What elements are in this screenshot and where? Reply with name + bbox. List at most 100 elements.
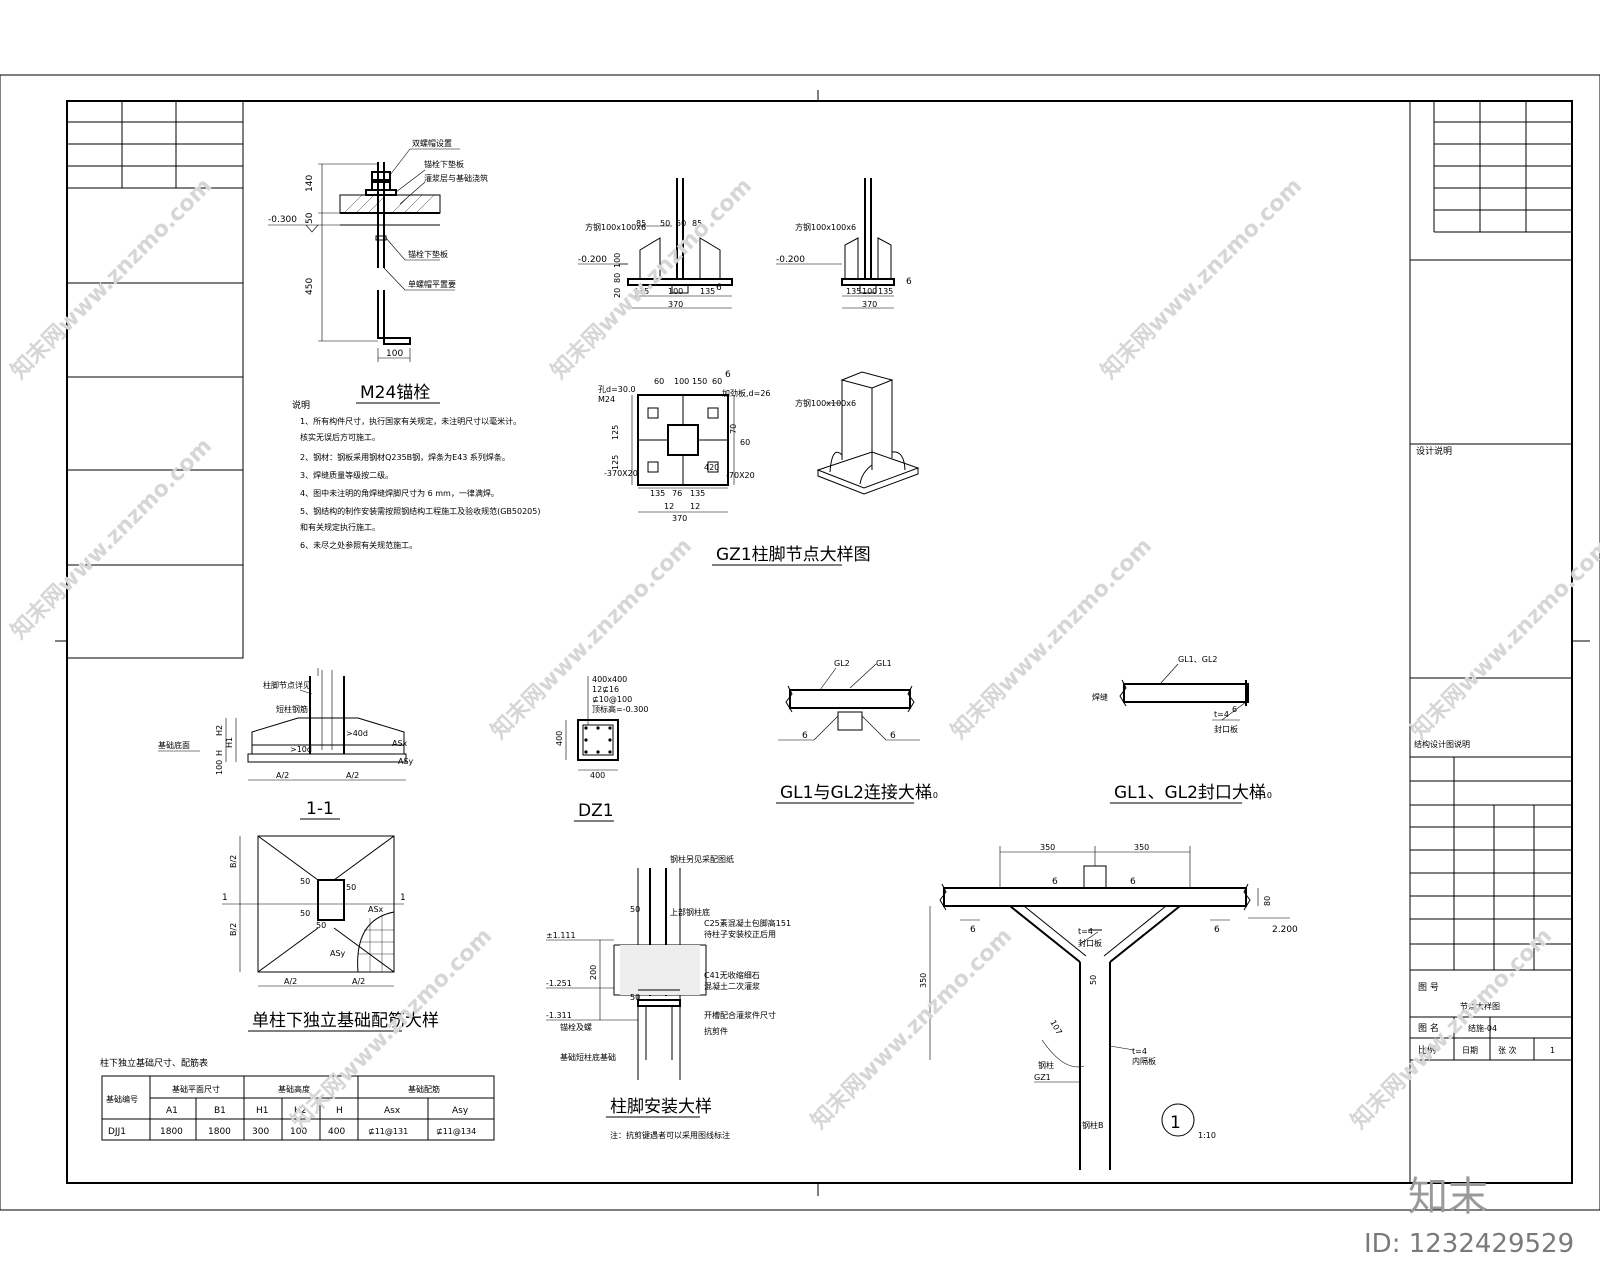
d1-scale: 1:10: [1198, 1131, 1216, 1140]
gl-conn-gl2: GL2: [834, 659, 850, 668]
title-block: 设计说明 结构设计图说明 图 号 节点大样图 图 名 结施-04 比例 日期 张…: [1409, 101, 1572, 1183]
gz1-plan-d3: 150: [692, 377, 707, 386]
inst-label-1: 钢柱另见采配图纸: [670, 854, 734, 864]
plan-asx: ASx: [368, 905, 384, 914]
td-h2: 100: [290, 1127, 307, 1137]
note-3: 3、焊缝质量等级按二级。: [300, 470, 393, 480]
watermark-4: 知末网www.znzmo.com: [6, 433, 217, 644]
anchor-bolt-detail: 140 50 450 100 -0.300 双螺帽设置 锚栓下垫板 灌浆层与基础…: [268, 138, 488, 404]
note-5b: 和有关规定执行施工。: [300, 522, 380, 532]
inst-dim-1: 200: [589, 965, 598, 980]
gl-seal-plate: 封口板: [1214, 724, 1238, 734]
plan-cut-l: 1: [222, 893, 228, 903]
note-4: 4、图中未注明的角焊缝焊脚尺寸为 6 mm，一律满焊。: [300, 488, 499, 498]
th-b1: B1: [214, 1106, 226, 1116]
gz1-plan-d7: 135: [690, 489, 705, 498]
tb-sheet-label: 张 次: [1498, 1045, 1517, 1055]
col3d-tube: 方钢100x100x6: [795, 398, 856, 408]
plan-title: 单柱下独立基础配筋大样: [252, 1011, 439, 1031]
gl-conn-weld-l: 6: [802, 731, 808, 741]
bolt-label-grout: 灌浆层与基础浇筑: [424, 173, 488, 183]
d1-dim-3: 350: [919, 973, 928, 988]
plan-a2: A/2: [352, 977, 365, 986]
watermark-layer: 知末网www.znzmo.com 知末网www.znzmo.com 知末网www…: [6, 173, 1600, 1134]
d1-plate: 内隔板: [1132, 1056, 1156, 1066]
d1-dim-2: 350: [1134, 843, 1149, 852]
td-h1: 300: [252, 1127, 269, 1137]
gz1-plan-d6: 76: [672, 489, 682, 498]
note-5: 5、钢结构的制作安装需按照钢结构工程施工及验收规范(GB50205): [300, 506, 540, 516]
gz1-side-elev: -0.200: [776, 255, 805, 265]
gz1-plan-d1: 60: [654, 377, 664, 386]
gl-seal-label: GL1、GL2: [1178, 655, 1218, 664]
th-rebar: 基础配筋: [408, 1084, 440, 1094]
d1-weld-l: 6: [970, 925, 976, 935]
d1-t4: t=4: [1078, 927, 1093, 936]
td-h: 400: [328, 1127, 345, 1137]
td-asy: ⊈11@134: [436, 1127, 476, 1136]
gz1-front-v1: 20: [613, 288, 622, 298]
gz1-side-d3: 135: [878, 287, 893, 296]
column-install-detail: 钢柱另见采配图纸 上部钢柱底 C25素混凝土包脚高151 待柱子安装校正后用 C…: [546, 854, 791, 1140]
gz1-plan-d10: 370: [672, 514, 687, 523]
gz1-front-tube: 方钢100x100x6: [585, 222, 646, 232]
gz1-front-d1: 85: [636, 219, 646, 228]
gz1-side-weld: 6: [906, 277, 912, 287]
plan-d1: 50: [300, 877, 310, 886]
anchor-bolt-title: M24锚栓: [360, 383, 430, 403]
section-title: 1-1: [306, 799, 334, 819]
bolt-label-washer: 锚栓下垫板: [424, 159, 464, 169]
dz1-dim-h: 400: [590, 771, 605, 780]
gz1-plan-v1: 125: [611, 425, 620, 440]
inst-label-8: 抗剪件: [704, 1026, 728, 1036]
d1-base: 钢柱B: [1082, 1120, 1104, 1130]
gz1-plan-stiff: 加劲板,d=26: [722, 388, 771, 398]
th-id: 基础编号: [106, 1094, 138, 1104]
d1-dim-4: 80: [1263, 896, 1272, 906]
inst-label-3: C25素混凝土包脚高151: [704, 918, 791, 928]
tb-design-label: 设计说明: [1416, 445, 1452, 457]
gz1-front-v2: 80: [613, 273, 622, 283]
td-id: DJJ1: [108, 1127, 126, 1137]
inst-label-10: 基础短柱底基础: [560, 1052, 616, 1062]
gz1-plan-d4: 60: [712, 377, 722, 386]
table-title: 柱下独立基础尺寸、配筋表: [100, 1057, 208, 1069]
d1-col-label: 钢柱: [1038, 1060, 1054, 1070]
bolt-dim-1: 140: [305, 175, 315, 192]
inst-label-2: 上部钢柱底: [670, 907, 710, 917]
install-note: 注：抗剪键遇者可以采用图线标注: [610, 1130, 730, 1140]
inst-label-7: 开槽配合灌浆件尺寸: [704, 1010, 776, 1020]
tb-row-label-1: 图 号: [1418, 982, 1439, 993]
d1-dim-6: 107: [1048, 1019, 1063, 1037]
gz1-side-tube: 方钢100x100x6: [795, 222, 856, 232]
gl-conn-gl1: GL1: [876, 659, 892, 668]
plan-d4: 50: [316, 921, 326, 930]
dz1-section: 400x400 12⊈16 ⊈10@100 顶标高=-0.300 400 400…: [555, 675, 649, 822]
foundation-plan: 1 1 50 50 50 50 ASx ASy B/2 B/2 A/2 A/2 …: [222, 835, 439, 1032]
gl-seal-title: GL1、GL2封口大样: [1114, 783, 1266, 803]
gz1-plan-right: 420: [704, 463, 719, 472]
watermark-1: 知末网www.znzmo.com: [6, 173, 217, 384]
bolt-dim-4: 100: [386, 349, 403, 359]
gz1-plan-weld: 6: [725, 370, 731, 380]
asset-id: ID: 1232429529: [1364, 1229, 1574, 1259]
gz1-plan-hole: 孔d=30.0: [598, 385, 636, 394]
tb-sheet-value: 1: [1550, 1046, 1555, 1055]
tb-drawing-name: 节点大样图: [1460, 1001, 1500, 1011]
column-base-3d: 方钢100x100x6: [795, 371, 920, 495]
gz1-plan-v2: 125: [611, 455, 620, 470]
detail-1-branch: 350 350 350 80 2.200 50 107 t=4 封口板 t=4 …: [919, 843, 1298, 1170]
d1-elev: 2.200: [1272, 925, 1298, 935]
plan-cut-r: 1: [400, 893, 406, 903]
gl-seal-scale: 1:10: [1254, 791, 1272, 800]
gz1-plan-d8: 12: [664, 502, 674, 511]
th-h2: H2: [294, 1106, 307, 1116]
gz1-plan-bolt: M24: [598, 395, 615, 404]
note-6: 6、未尽之处参照有关规范施工。: [300, 540, 417, 550]
sec-asx: ASx: [392, 739, 408, 748]
bolt-label-top: 双螺帽设置: [412, 138, 452, 148]
tb-project-label: 结构设计图说明: [1414, 739, 1470, 749]
bolt-elev: -0.300: [268, 215, 297, 225]
sec-label-dowel: 短柱钢筋: [276, 704, 308, 714]
